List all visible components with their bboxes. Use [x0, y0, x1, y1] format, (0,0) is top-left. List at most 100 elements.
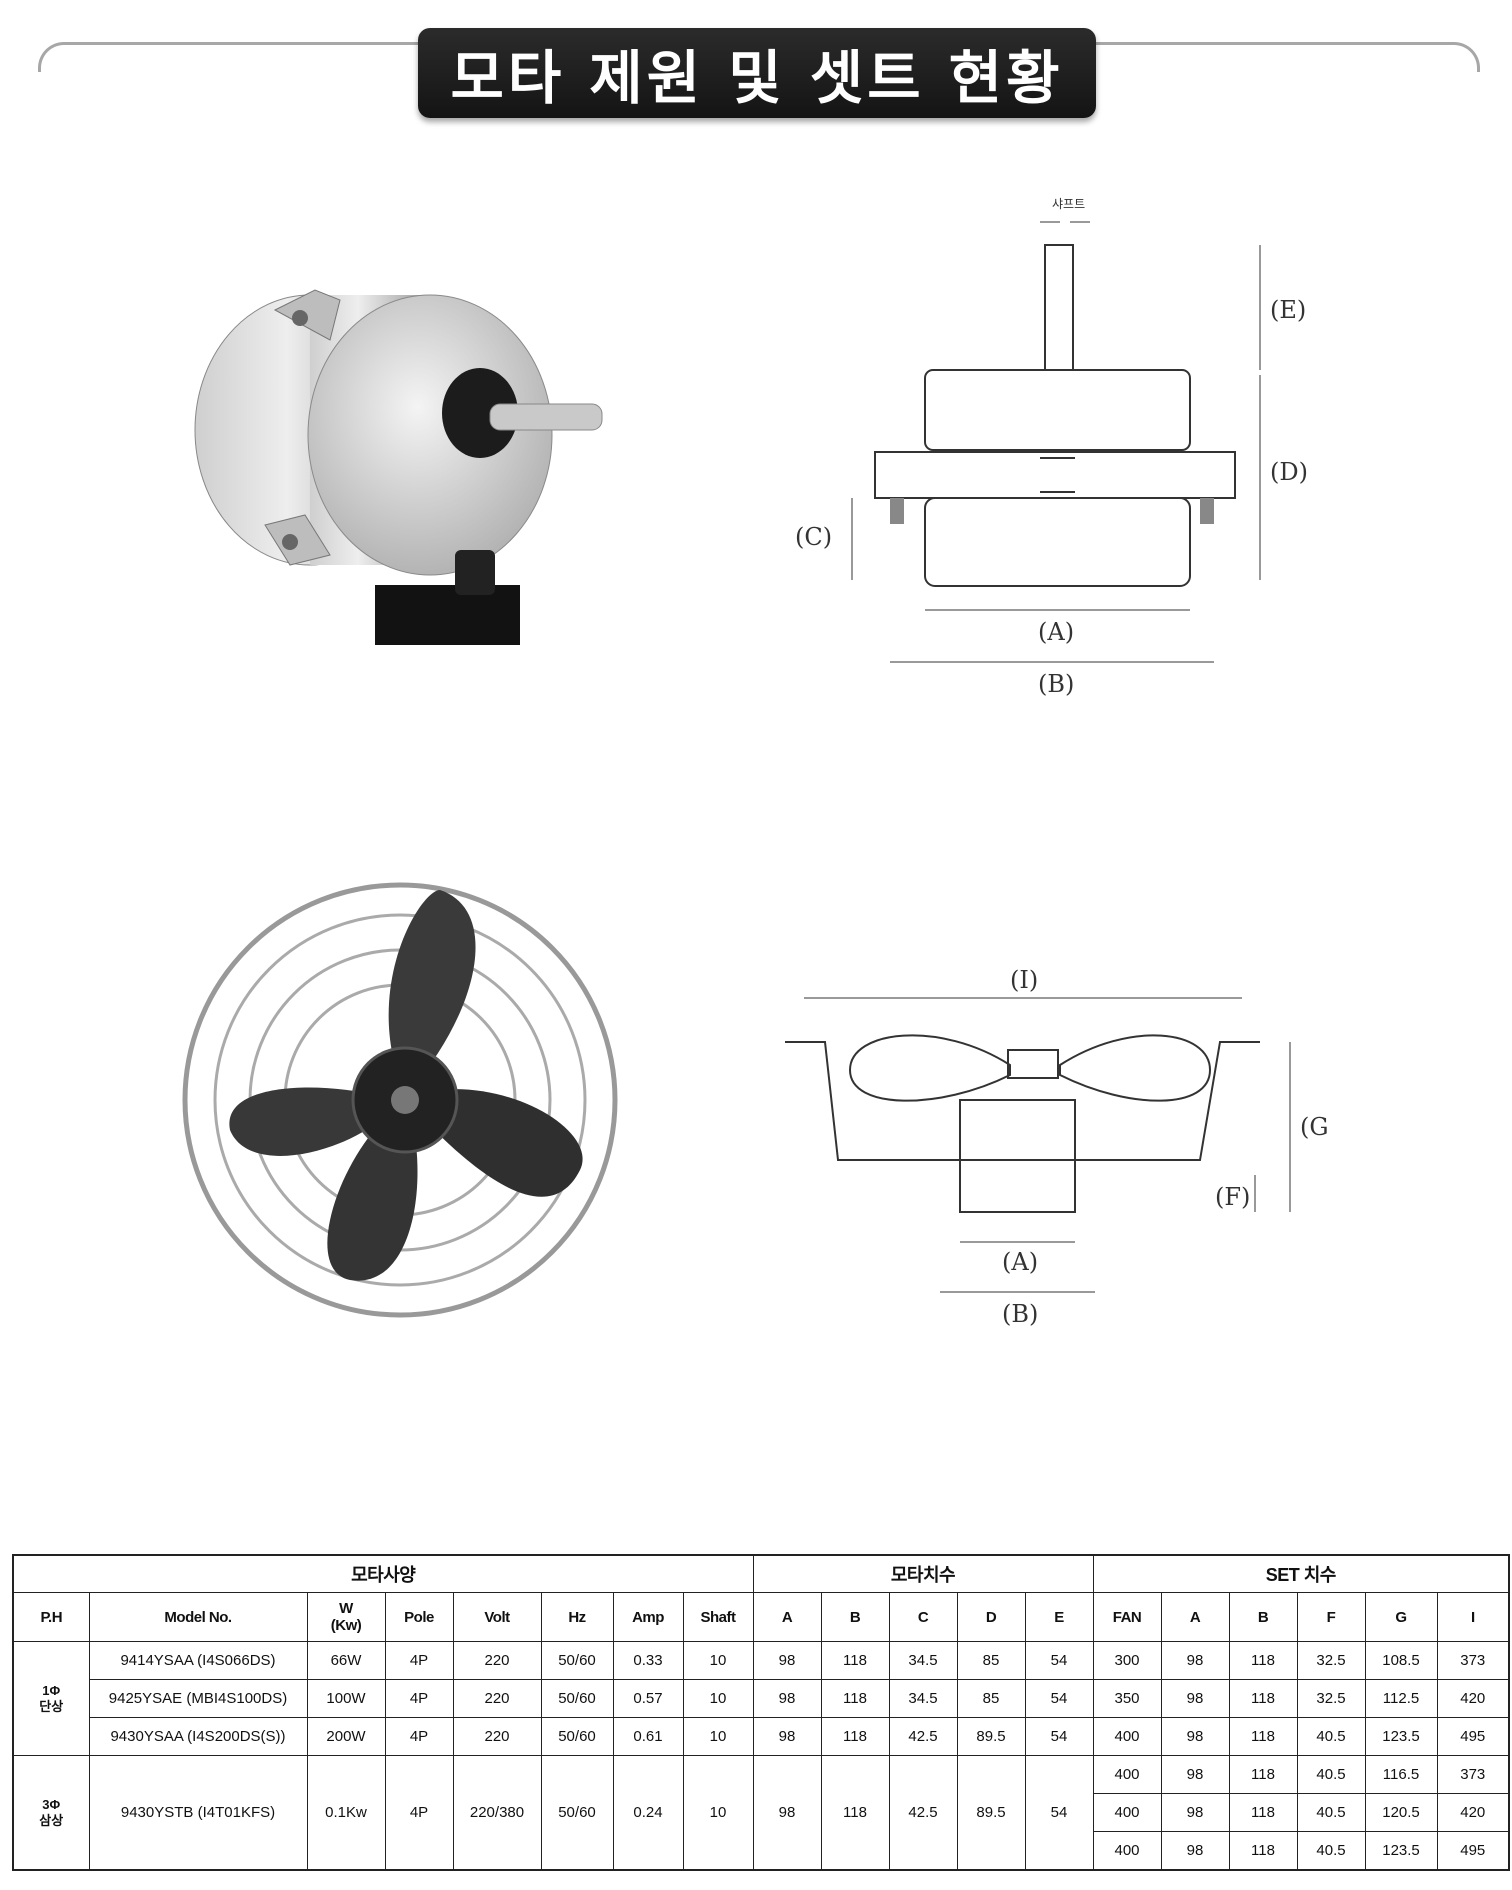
cell-g: 116.5: [1364, 1755, 1438, 1794]
cell-pole: 4P: [384, 1717, 454, 1756]
col-header-set-a: A: [1160, 1592, 1230, 1642]
group-header-set-dims: SET 치수: [1092, 1554, 1510, 1593]
cell-g: 123.5: [1364, 1717, 1438, 1756]
cell-set-b: 118: [1228, 1831, 1298, 1871]
cell-pole: 4P: [384, 1755, 454, 1871]
cell-f: 40.5: [1296, 1793, 1366, 1832]
motor-spec-table: 모타사양 모타치수 SET 치수 P.H Model No. W(Kw) Pol…: [12, 1554, 1511, 1871]
cell-d: 89.5: [956, 1755, 1026, 1871]
cell-f: 32.5: [1296, 1641, 1366, 1680]
cell-g: 112.5: [1364, 1679, 1438, 1718]
dim-label-d: (D): [1270, 458, 1308, 486]
cell-fan: 400: [1092, 1717, 1162, 1756]
cell-w: 0.1Kw: [306, 1755, 386, 1871]
cell-shaft: 10: [682, 1641, 754, 1680]
cell-fan: 400: [1092, 1831, 1162, 1871]
phase-3-symbol: 3Φ: [42, 1796, 61, 1812]
cell-a: 98: [752, 1755, 822, 1871]
page-title: 모타 제원 및 셋트 현황: [450, 44, 1064, 112]
col-header-w-unit: (Kw): [330, 1617, 362, 1634]
cell-amp: 0.33: [612, 1641, 684, 1680]
cell-fan: 400: [1092, 1793, 1162, 1832]
dim-label-set-b: (B): [1002, 1300, 1038, 1328]
cell-f: 40.5: [1296, 1831, 1366, 1871]
dim-label-a: (A): [1038, 618, 1074, 646]
cell-c: 34.5: [888, 1679, 958, 1718]
cell-g: 108.5: [1364, 1641, 1438, 1680]
col-header-fan: FAN: [1092, 1592, 1162, 1642]
cell-set-b: 118: [1228, 1641, 1298, 1680]
col-header-w-label: W: [339, 1600, 353, 1617]
cell-amp: 0.24: [612, 1755, 684, 1871]
cell-pole: 4P: [384, 1679, 454, 1718]
table-row: 9430YSAA (I4S200DS(S)) 200W 4P 220 50/60…: [13, 1717, 1510, 1756]
group-header-motor-spec: 모타사양: [12, 1554, 754, 1593]
cell-set-a: 98: [1160, 1641, 1230, 1680]
phase-1-symbol: 1Φ: [42, 1682, 61, 1698]
col-header-ph: P.H: [12, 1592, 90, 1642]
cell-i: 495: [1436, 1831, 1510, 1871]
cell-a: 98: [752, 1717, 822, 1756]
group-header-motor-dims: 모타치수: [752, 1554, 1094, 1593]
col-header-hz: Hz: [540, 1592, 614, 1642]
table-row: 400 98 118 40.5 120.5 420: [13, 1793, 1510, 1832]
cell-c: 42.5: [888, 1717, 958, 1756]
dim-label-f: (F): [1215, 1183, 1250, 1211]
fan-set-photo: [180, 850, 650, 1340]
phase-1-label: 단상: [39, 1698, 64, 1714]
col-header-i: I: [1436, 1592, 1510, 1642]
col-header-volt: Volt: [452, 1592, 542, 1642]
cell-i: 420: [1436, 1793, 1510, 1832]
cell-e: 54: [1024, 1641, 1094, 1680]
cell-hz: 50/60: [540, 1679, 614, 1718]
cell-volt: 220/380: [452, 1755, 542, 1871]
cell-b: 118: [820, 1641, 890, 1680]
cell-set-b: 118: [1228, 1679, 1298, 1718]
cell-shaft: 10: [682, 1717, 754, 1756]
cell-hz: 50/60: [540, 1755, 614, 1871]
cell-i: 373: [1436, 1641, 1510, 1680]
cell-w: 66W: [306, 1641, 386, 1680]
dim-label-e: (E): [1270, 296, 1306, 324]
cell-w: 200W: [306, 1717, 386, 1756]
col-header-e: E: [1024, 1592, 1094, 1642]
cell-volt: 220: [452, 1717, 542, 1756]
table-row: 9425YSAE (MBI4S100DS) 100W 4P 220 50/60 …: [13, 1679, 1510, 1718]
cell-set-a: 98: [1160, 1793, 1230, 1832]
cell-a: 98: [752, 1641, 822, 1680]
set-dimension-drawing: (I) (G) (F) (A) (B): [770, 960, 1330, 1330]
cell-d: 89.5: [956, 1717, 1026, 1756]
cell-c: 34.5: [888, 1641, 958, 1680]
motor-photo: [180, 280, 620, 660]
cell-model: 9425YSAE (MBI4S100DS): [88, 1679, 308, 1718]
cell-i: 495: [1436, 1717, 1510, 1756]
cell-a: 98: [752, 1679, 822, 1718]
cell-g: 123.5: [1364, 1831, 1438, 1871]
cell-shaft: 10: [682, 1679, 754, 1718]
cell-model: 9414YSAA (I4S066DS): [88, 1641, 308, 1680]
cell-hz: 50/60: [540, 1641, 614, 1680]
col-header-a: A: [752, 1592, 822, 1642]
col-header-f: F: [1296, 1592, 1366, 1642]
cell-e: 54: [1024, 1679, 1094, 1718]
cell-volt: 220: [452, 1679, 542, 1718]
page-title-banner: 모타 제원 및 셋트 현황: [418, 28, 1096, 118]
cell-b: 118: [820, 1717, 890, 1756]
col-header-model: Model No.: [88, 1592, 308, 1642]
col-header-w: W(Kw): [306, 1592, 386, 1642]
col-header-g: G: [1364, 1592, 1438, 1642]
cell-set-b: 118: [1228, 1793, 1298, 1832]
dim-label-c: (C): [795, 523, 832, 551]
cell-i: 420: [1436, 1679, 1510, 1718]
col-header-set-b: B: [1228, 1592, 1298, 1642]
dim-label-b: (B): [1038, 670, 1074, 698]
cell-fan: 400: [1092, 1755, 1162, 1794]
cell-amp: 0.61: [612, 1717, 684, 1756]
cell-e: 54: [1024, 1717, 1094, 1756]
cell-set-a: 98: [1160, 1755, 1230, 1794]
cell-set-a: 98: [1160, 1679, 1230, 1718]
cell-b: 118: [820, 1679, 890, 1718]
